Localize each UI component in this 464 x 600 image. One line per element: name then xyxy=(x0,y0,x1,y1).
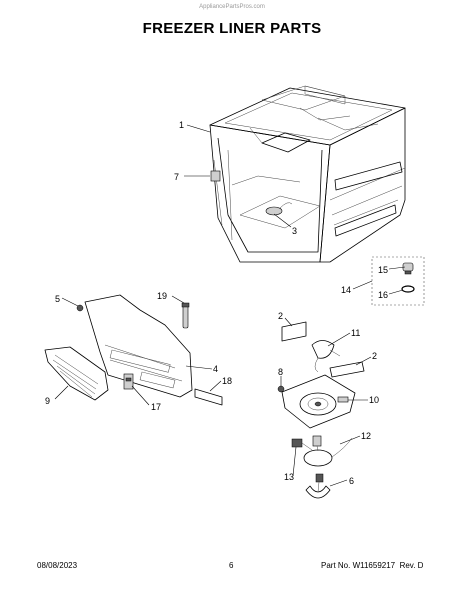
drain-part-6[interactable] xyxy=(305,473,331,499)
callout-8: 8 xyxy=(278,367,283,377)
screw-part-8[interactable] xyxy=(277,385,285,393)
callout-2-right: 2 xyxy=(372,351,377,361)
connector-part-13[interactable] xyxy=(291,438,313,451)
callout-11: 11 xyxy=(351,328,360,338)
callout-4: 4 xyxy=(213,364,218,374)
callout-10: 10 xyxy=(369,395,379,405)
watermark: AppliancePartsPros.com xyxy=(199,4,265,10)
callout-9: 9 xyxy=(45,396,50,406)
callout-7: 7 xyxy=(174,172,179,182)
callout-5: 5 xyxy=(55,294,60,304)
callout-12: 12 xyxy=(361,431,371,441)
fan-blade-part-12[interactable] xyxy=(303,435,353,467)
callout-17: 17 xyxy=(151,402,161,412)
strip-part-18[interactable] xyxy=(194,388,223,406)
callout-6: 6 xyxy=(349,476,354,486)
footer-page-number: 6 xyxy=(229,561,234,570)
screw-part-5[interactable] xyxy=(76,304,84,312)
callout-18: 18 xyxy=(222,376,232,386)
pin-part-19[interactable] xyxy=(181,302,190,329)
callout-1: 1 xyxy=(179,120,184,130)
seal-part-2-right[interactable] xyxy=(329,361,365,378)
cap-part-15[interactable] xyxy=(402,262,414,275)
fan-housing-part-10[interactable] xyxy=(281,374,356,429)
fan-motor-part-11[interactable] xyxy=(311,340,341,373)
sensor-part-3[interactable] xyxy=(265,202,293,216)
page-title: FREEZER LINER PARTS xyxy=(142,20,322,37)
footer-part-number: Part No. W11659217 Rev. D xyxy=(321,561,424,570)
leader-lines xyxy=(54,124,406,487)
clip-part-7[interactable] xyxy=(210,170,221,182)
callout-13: 13 xyxy=(284,472,294,482)
o-ring-part-16[interactable] xyxy=(401,285,415,293)
grille-part-9[interactable] xyxy=(44,346,109,401)
switch-part-17[interactable] xyxy=(123,373,134,390)
cover-panel-part-4[interactable] xyxy=(84,294,193,398)
callout-labels: 1 7 3 15 14 16 5 19 11 2 2 4 8 10 18 9 1… xyxy=(45,120,388,486)
freezer-liner-part-1[interactable] xyxy=(209,85,406,263)
callout-2-upper: 2 xyxy=(278,311,283,321)
callout-3: 3 xyxy=(292,226,297,236)
seal-part-2-upper[interactable] xyxy=(281,321,307,342)
footer-date: 08/08/2023 xyxy=(37,561,78,570)
callout-16: 16 xyxy=(378,290,388,300)
callout-19: 19 xyxy=(157,291,167,301)
callout-14: 14 xyxy=(341,285,351,295)
callout-15: 15 xyxy=(378,265,388,275)
